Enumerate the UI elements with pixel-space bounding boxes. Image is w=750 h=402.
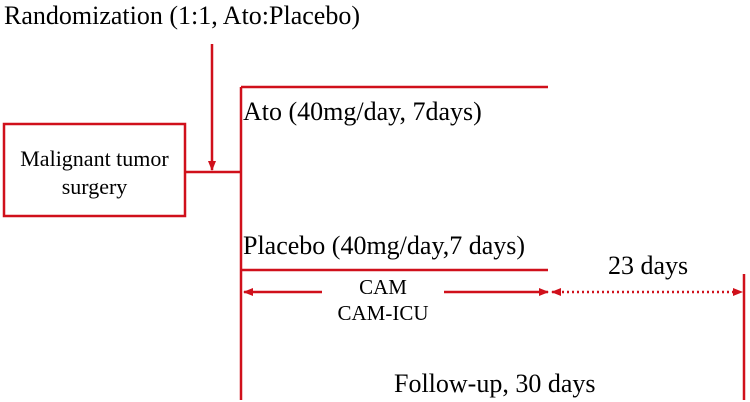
surgery-box [2, 122, 187, 218]
followup-total-label: Follow-up, 30 days [394, 369, 596, 398]
placebo-arm-label: Placebo (40mg/day,7 days) [243, 231, 526, 260]
surgery-box-line2: surgery [61, 174, 128, 199]
surgery-box-label: Malignant tumor surgery [4, 145, 185, 201]
assessment-line2: CAM-ICU [337, 301, 429, 325]
randomization-label: Randomization (1:1, Ato:Placebo) [4, 1, 360, 30]
assessment-label: CAM CAM-ICU [323, 274, 443, 326]
assessment-line1: CAM [359, 275, 407, 299]
followup-gap-label: 23 days [608, 251, 689, 280]
ato-arm-label: Ato (40mg/day, 7days) [243, 97, 482, 126]
surgery-box-line1: Malignant tumor [20, 146, 169, 171]
